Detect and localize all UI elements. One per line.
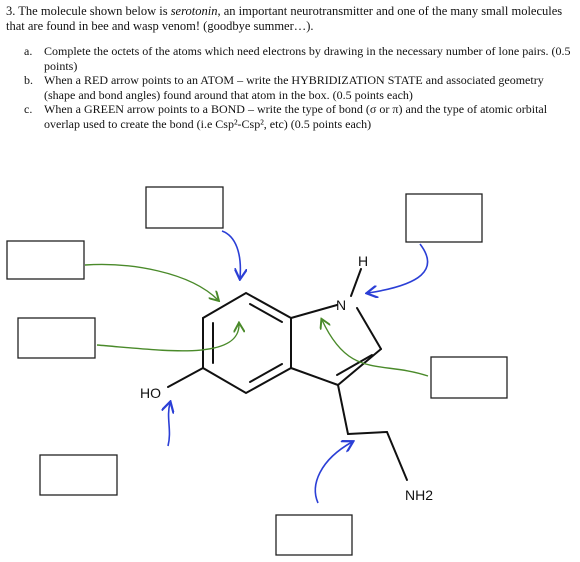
answer-box[interactable] [275,514,353,556]
answer-box[interactable] [405,193,483,243]
c-n-amine-bond [386,431,408,481]
n-label: N [336,297,346,313]
blue-arrows [168,230,429,504]
h-label: H [358,253,368,269]
answer-box[interactable] [6,240,85,280]
instruction-item-a: a. Complete the octets of the atoms whic… [24,44,576,73]
green-arrow [322,320,429,377]
answer-box[interactable] [39,454,118,496]
c-o-bond [167,367,204,388]
item-label: a. [24,44,33,58]
intro-text-1: The molecule shown below is [18,4,171,18]
ho-label: HO [140,385,161,401]
item-label: b. [24,73,33,88]
c-c-double-bond [337,348,382,386]
benzene-ring [202,291,292,395]
item-text: When a RED arrow points to an ATOM – wri… [44,73,544,102]
question-header: 3. The molecule shown below is serotonin… [6,4,576,34]
question-intro: 3. The molecule shown below is serotonin… [6,4,576,34]
green-arrow [96,324,239,352]
blue-arrow [168,403,170,447]
green-arrows [84,263,429,377]
question-number: 3. [6,4,16,18]
instruction-list: a. Complete the octets of the atoms whic… [24,44,576,132]
green-arrow [84,263,218,300]
c-c-bond [290,367,339,386]
blue-arrow [314,442,352,504]
answer-box[interactable] [430,356,508,399]
intro-text-2: , an important neurotransmitter and one … [6,4,563,33]
item-text: When a GREEN arrow points to a BOND – wr… [44,102,548,131]
nh2-label: NH2 [405,487,433,503]
item-label: c. [24,102,33,117]
blue-arrow [221,230,240,278]
blue-arrow [368,243,429,293]
c-c-double-bond-inner [336,354,373,376]
ring-double-bond [249,303,283,323]
answer-box[interactable] [17,317,96,359]
instruction-item-c: c. When a GREEN arrow points to a BOND –… [24,102,576,131]
intro-italic: serotonin [170,4,218,18]
item-text: Complete the octets of the atoms which n… [44,44,571,73]
molecule-skeleton [167,268,408,481]
side-chain-bond [347,431,388,435]
n-c-bond [356,307,382,350]
ring-double-bond [249,363,283,383]
instruction-item-b: b. When a RED arrow points to an ATOM – … [24,73,576,102]
n-h-bond [350,268,362,297]
answer-box[interactable] [145,186,224,229]
c-n-bond [290,304,338,319]
side-chain-bond [337,384,349,435]
